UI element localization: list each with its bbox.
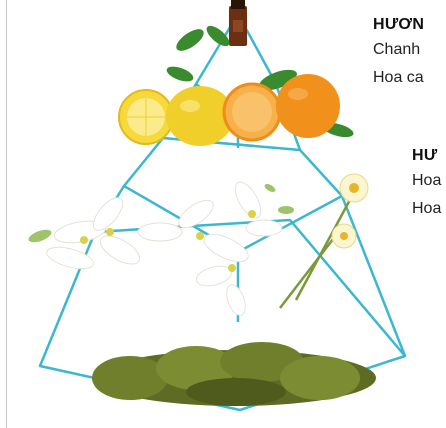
top-notes-section: HƯƠN Chanh Hoa ca [373, 14, 446, 92]
neroli-flower-icon [280, 174, 368, 308]
heart-notes-section: HƯ Hoa Hoa [412, 145, 446, 223]
perfume-bottle-icon [229, 0, 247, 46]
moss-icon [92, 342, 376, 406]
heart-note-item: Hoa [412, 167, 446, 195]
heart-note-item: Hoa [412, 195, 446, 223]
top-notes-title: HƯƠN [373, 14, 446, 36]
lemon-icon [119, 86, 234, 146]
heart-notes-title: HƯ [412, 145, 446, 167]
top-note-item: Hoa ca [373, 64, 446, 92]
top-note-item: Chanh [373, 36, 446, 64]
